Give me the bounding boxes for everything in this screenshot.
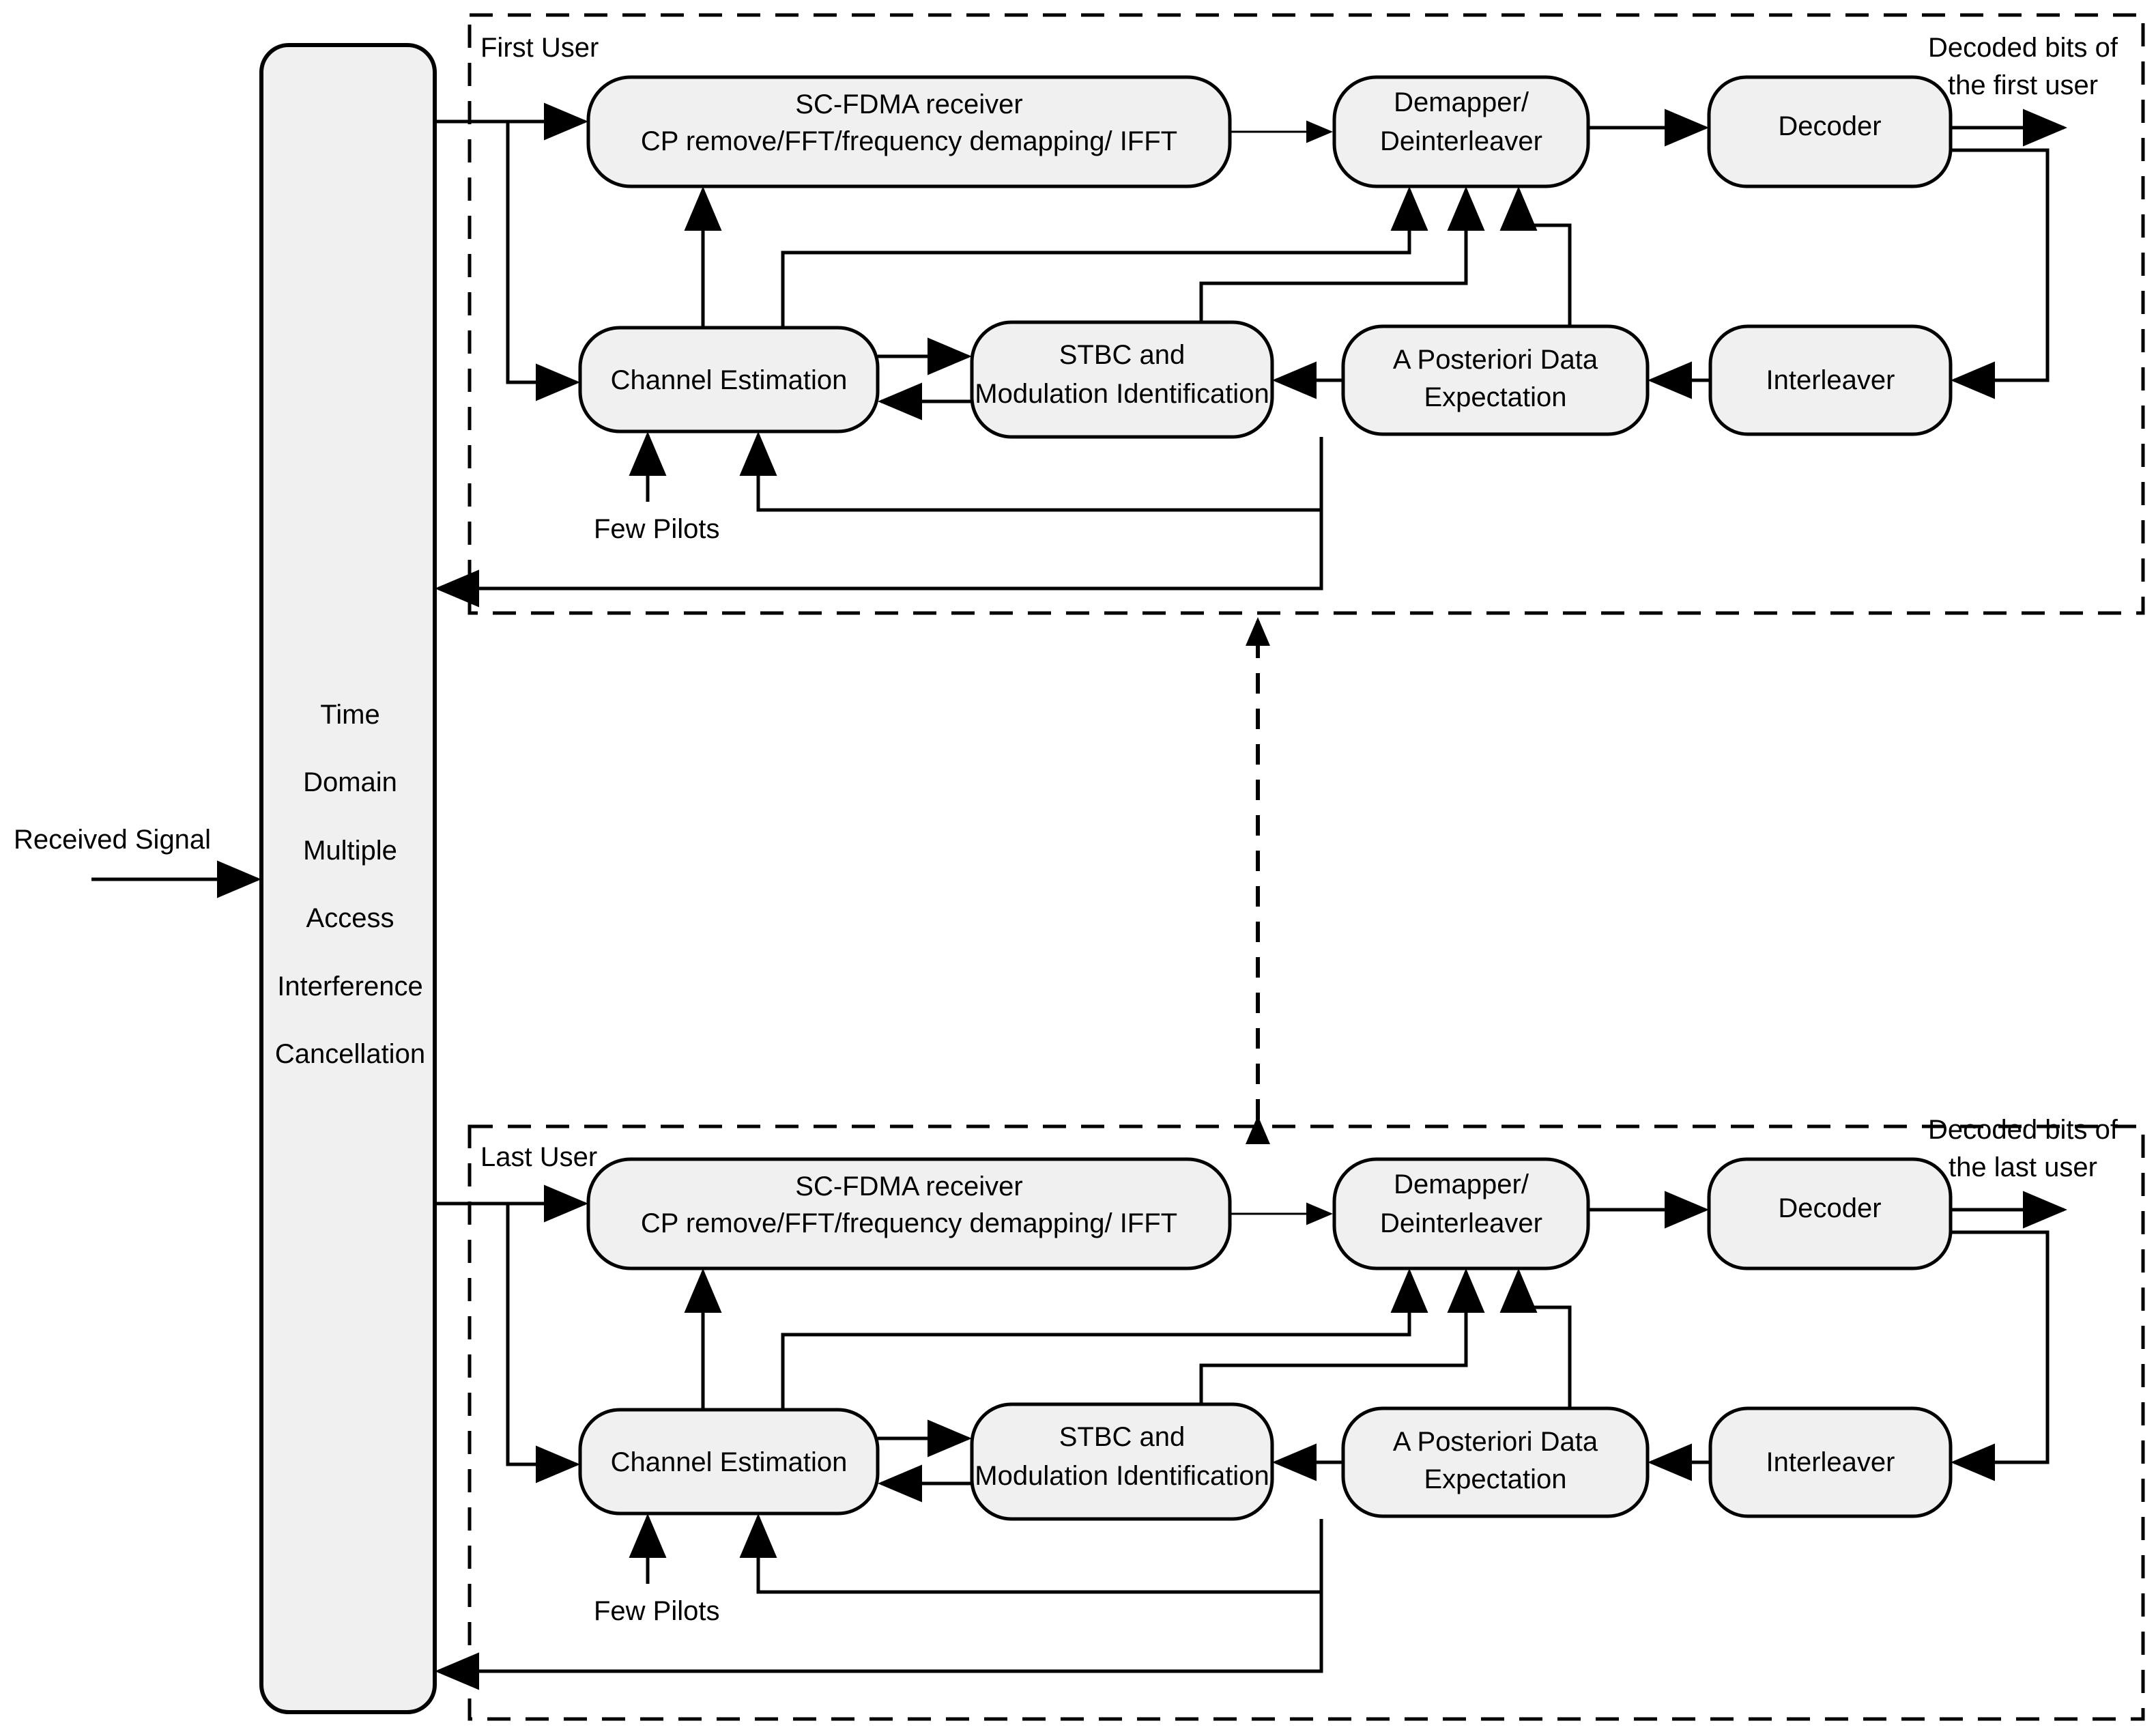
fu-decoder-to-interleaver-line: [1951, 148, 2050, 399]
lu-ce-to-demapper-line: [781, 1268, 1428, 1410]
fu-channel-estimation-label: Channel Estimation: [611, 365, 848, 395]
lu-feedback-to-tdmaic-line: [435, 1519, 1323, 1690]
lu-stbc-label-line2: Modulation Identification: [975, 1461, 1269, 1491]
fu-interleaver-label: Interleaver: [1766, 365, 1895, 395]
lu-channel-estimation-block[interactable]: [578, 1408, 880, 1516]
fu-stbc-label-line2: Modulation Identification: [975, 379, 1269, 409]
first-user-group-border: [468, 13, 2145, 615]
lu-decoder-label: Decoder: [1778, 1193, 1881, 1223]
fu-few-pilots-label: Few Pilots: [594, 514, 720, 544]
fu-posteriori-block[interactable]: [1341, 324, 1650, 436]
lu-receiver-label-line1: SC-FDMA receiver: [795, 1171, 1022, 1202]
lu-few-pilots-label: Few Pilots: [594, 1596, 720, 1626]
fu-receiver-label-line2: CP remove/FFT/frequency demapping/ IFFT: [641, 126, 1177, 156]
lu-decoder-block[interactable]: [1707, 1157, 1953, 1270]
lu-output-label-line1: Decoded bits of: [1928, 1115, 2118, 1145]
tdmaic-line-domain: Domain: [303, 767, 397, 797]
tdmaic-line-interference: Interference: [277, 971, 422, 1001]
lu-output-label-line2: the last user: [1949, 1152, 2097, 1182]
lu-channel-estimation-label: Channel Estimation: [611, 1447, 848, 1477]
lu-demapper-label-line1: Demapper/: [1394, 1169, 1529, 1199]
lu-input-to-channel-est-line: [506, 1204, 580, 1483]
fu-input-to-channel-est-line: [506, 122, 580, 401]
last-user-group-border: [468, 1124, 2145, 1721]
lu-interleaver-label: Interleaver: [1766, 1447, 1895, 1477]
fu-decoder-block[interactable]: [1707, 75, 1953, 188]
fu-channel-estimation-block[interactable]: [578, 326, 880, 434]
fu-demapper-label-line1: Demapper/: [1394, 87, 1529, 117]
tdmaic-label-group: Time Domain Multiple Access Interference…: [275, 700, 425, 1069]
fu-posteriori-label-line1: A Posteriori Data: [1393, 345, 1598, 375]
lu-posteriori-label-line1: A Posteriori Data: [1393, 1427, 1598, 1457]
fu-decoder-label: Decoder: [1778, 111, 1881, 141]
fu-stbc-label-line1: STBC and: [1059, 340, 1185, 370]
last-user-group-label: Last User: [480, 1142, 597, 1172]
lu-stbc-to-demapper-line: [1199, 1268, 1485, 1404]
lu-posteriori-block[interactable]: [1341, 1406, 1650, 1518]
lu-posteriori-to-demapper-line: [1499, 1268, 1572, 1408]
fu-output-label-line2: the first user: [1948, 70, 2098, 100]
lu-stbc-feedback-to-ce-line: [739, 1513, 1323, 1594]
fu-receiver-label-line1: SC-FDMA receiver: [795, 89, 1022, 119]
received-signal-label: Received Signal: [14, 825, 211, 855]
lu-receiver-label-line2: CP remove/FFT/frequency demapping/ IFFT: [641, 1208, 1177, 1238]
fu-ce-to-demapper-line: [781, 186, 1428, 328]
tdmaic-line-access: Access: [306, 903, 394, 933]
fu-posteriori-label-line2: Expectation: [1424, 382, 1566, 412]
lu-decoder-to-interleaver-line: [1951, 1230, 2050, 1481]
tdmaic-block[interactable]: [259, 43, 437, 1714]
tdmaic-line-time: Time: [320, 700, 379, 730]
lu-stbc-label-line1: STBC and: [1059, 1422, 1185, 1452]
fu-demapper-label-line2: Deinterleaver: [1380, 126, 1542, 156]
first-user-section: First User SC-FDMA receiver CP remove/FF…: [435, 33, 2118, 608]
fu-posteriori-to-demapper-line: [1499, 186, 1572, 326]
fu-output-label-line1: Decoded bits of: [1928, 33, 2118, 63]
lu-posteriori-label-line2: Expectation: [1424, 1464, 1566, 1494]
first-user-group-label: First User: [480, 33, 599, 63]
fu-stbc-to-demapper-line: [1199, 186, 1485, 322]
lu-demapper-label-line2: Deinterleaver: [1380, 1208, 1542, 1238]
fu-feedback-to-tdmaic-line: [435, 437, 1323, 608]
tdmaic-line-multiple: Multiple: [303, 836, 397, 866]
fu-stbc-feedback-to-ce-line: [739, 431, 1323, 512]
tdmaic-line-cancellation: Cancellation: [275, 1039, 425, 1069]
last-user-section: Last User SC-FDMA receiver CP remove/FFT…: [435, 1115, 2118, 1690]
